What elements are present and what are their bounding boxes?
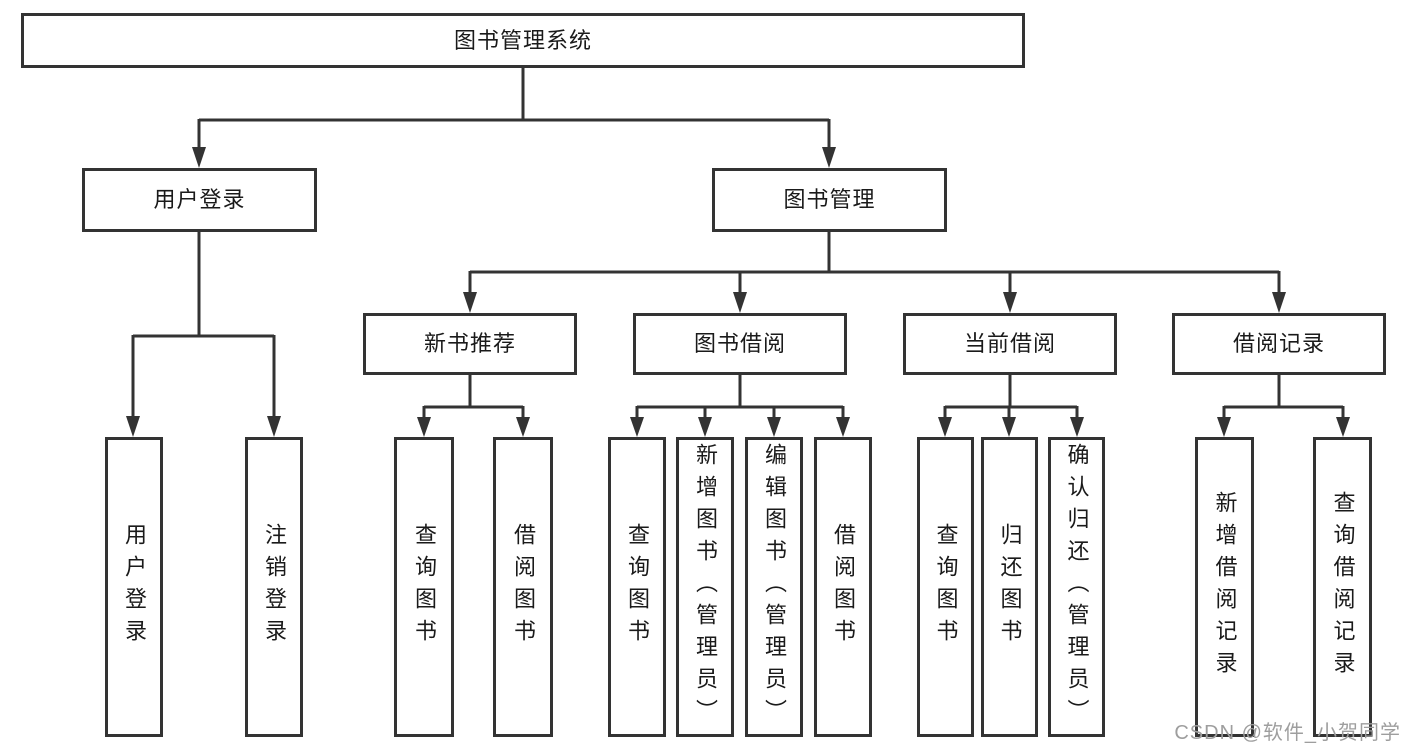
node-label: 查询图书 — [412, 523, 437, 651]
node-label: 新书推荐 — [423, 331, 516, 356]
node-label: 查询图书 — [933, 523, 959, 651]
arrowhead-icon — [126, 416, 140, 437]
arrowhead-icon — [1336, 417, 1350, 437]
leaf-return-books: 归还图书 — [981, 437, 1038, 737]
leaf-query-borrow-record: 查询借阅记录 — [1313, 437, 1372, 737]
arrowhead-icon — [698, 417, 712, 437]
node-label: 借阅图书 — [831, 523, 856, 651]
arrowhead-icon — [1070, 417, 1084, 437]
node-book-management-module: 图书管理 — [712, 168, 947, 232]
node-label: 注销登录 — [262, 523, 287, 651]
arrowhead-icon — [463, 292, 477, 313]
arrowhead-icon — [192, 147, 206, 168]
leaf-borrow-books-recommend: 借阅图书 — [493, 437, 553, 737]
arrowhead-icon — [836, 417, 850, 437]
node-label: 新增借阅记录 — [1212, 491, 1238, 683]
node-label: 查询图书 — [625, 523, 650, 651]
node-user-login-module: 用户登录 — [82, 168, 317, 232]
leaf-add-books-admin: 新增图书（管理员） — [676, 437, 734, 737]
node-label: 新增图书（管理员） — [693, 443, 718, 731]
node-label: 借阅记录 — [1232, 331, 1325, 356]
leaf-query-books-current: 查询图书 — [917, 437, 974, 737]
leaf-query-books-borrow: 查询图书 — [608, 437, 666, 737]
leaf-add-borrow-record: 新增借阅记录 — [1195, 437, 1254, 737]
node-current-borrow: 当前借阅 — [903, 313, 1117, 375]
node-label: 图书管理系统 — [453, 27, 592, 53]
arrowhead-icon — [733, 292, 747, 313]
arrowhead-icon — [822, 147, 836, 168]
leaf-edit-books-admin: 编辑图书（管理员） — [745, 437, 803, 737]
leaf-logout: 注销登录 — [245, 437, 303, 737]
leaf-confirm-return-admin: 确认归还（管理员） — [1048, 437, 1105, 737]
arrowhead-icon — [630, 417, 644, 437]
arrowhead-icon — [1003, 292, 1017, 313]
arrowhead-icon — [1002, 417, 1016, 437]
arrowhead-icon — [938, 417, 952, 437]
arrowhead-icon — [1217, 417, 1231, 437]
arrowhead-icon — [1272, 292, 1286, 313]
node-root-system: 图书管理系统 — [21, 13, 1025, 68]
node-label: 用户登录 — [122, 523, 147, 651]
arrowhead-icon — [516, 417, 530, 437]
node-label: 查询借阅记录 — [1330, 491, 1356, 683]
node-label: 用户登录 — [153, 187, 246, 212]
node-label: 归还图书 — [997, 523, 1023, 651]
arrowhead-icon — [417, 417, 431, 437]
node-new-book-recommend: 新书推荐 — [363, 313, 577, 375]
arrowhead-icon — [767, 417, 781, 437]
leaf-user-login: 用户登录 — [105, 437, 163, 737]
leaf-borrow-books: 借阅图书 — [814, 437, 872, 737]
csdn-watermark: CSDN @软件_小贺同学 — [1174, 722, 1401, 744]
node-borrow-record: 借阅记录 — [1172, 313, 1386, 375]
node-label: 图书管理 — [783, 187, 876, 212]
node-book-borrow: 图书借阅 — [633, 313, 847, 375]
node-label: 编辑图书（管理员） — [762, 443, 787, 731]
node-label: 借阅图书 — [511, 523, 536, 651]
leaf-query-books-recommend: 查询图书 — [394, 437, 454, 737]
node-label: 当前借阅 — [963, 331, 1056, 356]
arrowhead-icon — [267, 416, 281, 437]
node-label: 确认归还（管理员） — [1064, 443, 1090, 731]
node-label: 图书借阅 — [693, 331, 786, 356]
